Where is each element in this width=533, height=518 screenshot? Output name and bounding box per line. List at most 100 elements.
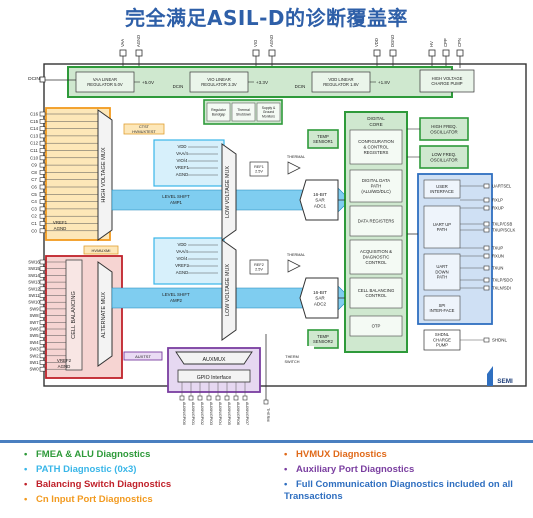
sw-pin-10 (39, 326, 46, 332)
shdnl-pin (483, 337, 490, 343)
top-pin-label-6: HV (429, 41, 434, 47)
dcin-pin (39, 76, 46, 83)
cell-pin-label-0: C16 (30, 112, 39, 117)
top-pin-1 (135, 49, 143, 57)
aux-pin-6 (233, 395, 239, 401)
cell-pin-6 (39, 155, 46, 161)
sw-pin-8 (39, 313, 46, 318)
comm-pin-0 (483, 183, 490, 189)
cell-pin-3 (39, 133, 46, 139)
dcin-label: DCIN (28, 76, 40, 82)
lv-mux-label-2: LOW VOLTAGE MUX (225, 264, 231, 316)
top-pin-label-3: AGND (269, 35, 274, 47)
support-block-2 (256, 102, 281, 122)
legend-label: FMEA & ALU Diagnostics (36, 449, 151, 460)
logo-mark (487, 366, 493, 386)
legend-bullet-icon: • (24, 479, 28, 490)
cell-pin-5 (39, 148, 46, 153)
digital-block-2 (349, 205, 403, 237)
top-pin-7 (442, 49, 450, 57)
support-block-1 (231, 102, 256, 122)
level-shift-sub-1: AMP2 (170, 298, 183, 303)
cell-pin-4 (39, 140, 46, 146)
lv-inputs-box-2 (153, 237, 225, 285)
aux-pin-0 (179, 395, 185, 401)
comm-pin-label-3: TXLP/CSB (492, 222, 512, 227)
comm-pin-label-2: RXUP (492, 206, 504, 211)
sw-pin-12 (39, 340, 46, 345)
legend-item: •HVMUX Diagnostics (284, 449, 533, 461)
sw-pin-label-15: SW1 (29, 360, 39, 365)
adc-1 (299, 179, 339, 221)
cell-pin-label-10: C6 (31, 185, 37, 190)
aux-pin-label-2: AUXIN/GPIO2 (200, 402, 204, 425)
cell-pin-16 (39, 228, 46, 234)
comm-block-2 (423, 253, 461, 291)
page-title: 完全满足ASIL-D的诊断覆盖率 (125, 6, 408, 30)
sw-pin-label-0: SW16 (28, 260, 40, 265)
logo-text: SEMI (497, 378, 513, 385)
sw-pin-label-9: SW7 (29, 320, 39, 325)
legend-label: Cn Input Port Diagnostics (36, 494, 153, 505)
hvmux-tag (83, 245, 119, 255)
top-pin-label-2: VIO (253, 39, 258, 47)
hv-mux (97, 109, 113, 241)
sw-pin-6 (39, 299, 46, 305)
cell-pin-7 (39, 162, 46, 168)
top-pin-label-4: VDD (374, 38, 379, 47)
auxtst-label: AUXTST (135, 354, 151, 359)
cell-pin-13 (39, 206, 46, 212)
legend-bullet-icon: • (24, 449, 28, 460)
sw-pin-7 (39, 306, 46, 312)
gpio-label: GPIO Interface (197, 375, 232, 381)
comm-pin-label-1: RXLP (492, 198, 503, 203)
lv-input-2-1: VAA/4 (176, 249, 188, 254)
sw-pin-label-8: SW8 (29, 313, 39, 318)
therm-switch-label-0: THERM (285, 355, 299, 359)
cell-pin-11 (39, 192, 46, 197)
top-pin-6 (428, 49, 436, 57)
cell-pin-label-1: C15 (30, 119, 39, 124)
sw-pin-label-7: SW9 (29, 306, 39, 311)
sw-pin-15 (39, 360, 46, 365)
comm-pin-label-8: TXLP/SDO (492, 278, 513, 283)
top-pin-label-1: AGND (136, 35, 141, 47)
comm-pin-2 (483, 205, 490, 211)
sw-pin-label-10: SW6 (29, 327, 39, 332)
aux-pin-label-0: AUXIN/GPIO0 (182, 402, 186, 425)
comm-pin-5 (483, 245, 490, 251)
cell-pin-12 (39, 199, 46, 204)
sw-pin-label-12: SW4 (29, 340, 39, 345)
auxmux (175, 351, 253, 365)
top-pin-label-5: DGND (390, 35, 395, 47)
thermal-label-2: THERMAL (287, 253, 305, 257)
cell-pin-15 (39, 221, 46, 226)
legend-bullet-icon: • (24, 464, 28, 475)
level-shift-label-1: LEVEL SHIFT (162, 292, 190, 297)
sw-pin-13 (39, 346, 46, 352)
comm-pin-6 (483, 253, 490, 259)
legend-item: •Full Communication Diagnostics included… (284, 479, 524, 503)
cstop-label-0: CTST (139, 125, 150, 129)
digital-block-label-5: OTP (372, 324, 381, 329)
cell-pin-label-8: C8 (31, 170, 37, 175)
lv-input-1-3: VREF1 (175, 165, 189, 170)
top-pin-label-0: VAA (120, 39, 125, 47)
lv-input-1-0: VDD (177, 144, 186, 149)
sw-pin-label-6: SW10 (28, 300, 40, 305)
agnd1-label: AGND (54, 226, 67, 231)
sw-pin-9 (39, 319, 46, 325)
legend-divider (0, 440, 533, 443)
